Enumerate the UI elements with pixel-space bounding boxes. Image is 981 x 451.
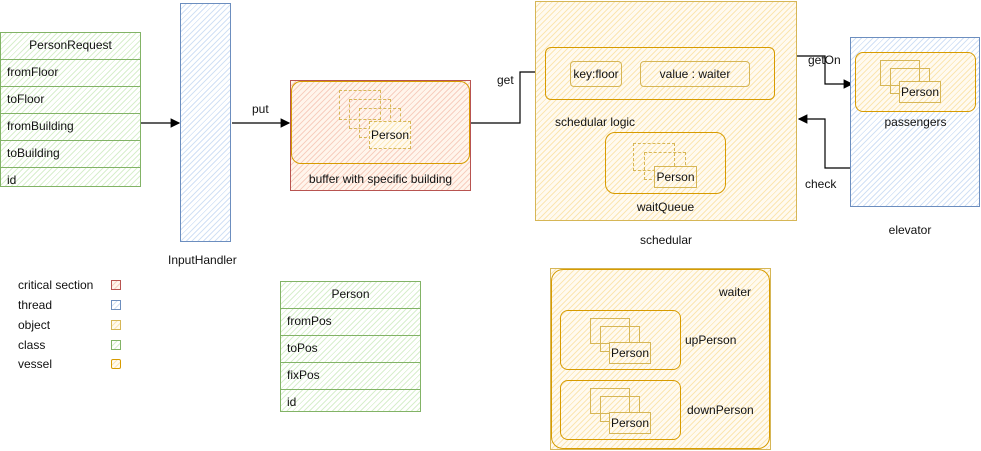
buffer-person-label: Person: [369, 121, 411, 149]
map-key: key:floor: [570, 61, 622, 87]
class-field: fixPos: [281, 363, 420, 390]
edge-check-label: check: [805, 177, 837, 191]
up-person-vessel: [560, 310, 681, 370]
buffer-person-object: [339, 90, 381, 120]
person-request-title: PersonRequest: [1, 33, 140, 60]
wait-queue-person-label: Person: [654, 166, 697, 188]
legend-swatch-vessel: [111, 359, 121, 369]
legend-label: vessel: [18, 357, 53, 371]
legend-label: object: [18, 318, 51, 332]
class-field: id: [7, 173, 17, 187]
class-field: fromBuilding: [1, 114, 140, 141]
passengers-person-label: Person: [899, 81, 941, 103]
schedular-label: schedular: [639, 233, 693, 247]
buffer-label: buffer with specific building: [308, 172, 453, 186]
down-person-label: Person: [609, 412, 651, 434]
legend-swatch-class: [111, 340, 121, 350]
passengers-label: passengers: [884, 115, 947, 129]
waiter-label: waiter: [719, 285, 752, 299]
up-person-label: Person: [609, 342, 651, 364]
edge-get-on: [797, 55, 854, 89]
class-field: toBuilding: [1, 141, 140, 168]
legend-swatch-thread: [111, 300, 121, 310]
map-value: value : waiter: [640, 61, 750, 87]
input-handler-label: InputHandler: [168, 253, 237, 267]
elevator-label: elevator: [888, 223, 932, 237]
class-field: fromPos: [281, 309, 420, 336]
class-field: id: [287, 395, 297, 409]
down-person-caption: downPerson: [687, 403, 754, 417]
input-handler-thread: [180, 3, 231, 242]
legend-label: thread: [18, 298, 53, 312]
legend-swatch-critical-section: [111, 280, 121, 290]
edge-get-on-label: getOn: [808, 53, 841, 67]
up-person-caption: upPerson: [685, 333, 737, 347]
legend-swatch-object: [111, 320, 121, 330]
edge-put-label: put: [252, 102, 269, 116]
class-field: toFloor: [1, 87, 140, 114]
class-field: toPos: [281, 336, 420, 363]
edge-check: [797, 114, 850, 169]
wait-queue-label: waitQueue: [636, 200, 695, 214]
schedular-logic-label: schedular logic: [555, 115, 636, 129]
class-field: fromFloor: [1, 60, 140, 87]
person-request-class: PersonRequest fromFloor toFloor fromBuil…: [0, 32, 141, 187]
legend-label: class: [18, 338, 46, 352]
edge-get-label: get: [497, 73, 514, 87]
person-class-title: Person: [281, 282, 420, 309]
person-class: Person fromPos toPos fixPos id: [280, 281, 421, 412]
down-person-vessel: [560, 380, 681, 440]
legend-label: critical section: [18, 278, 94, 292]
